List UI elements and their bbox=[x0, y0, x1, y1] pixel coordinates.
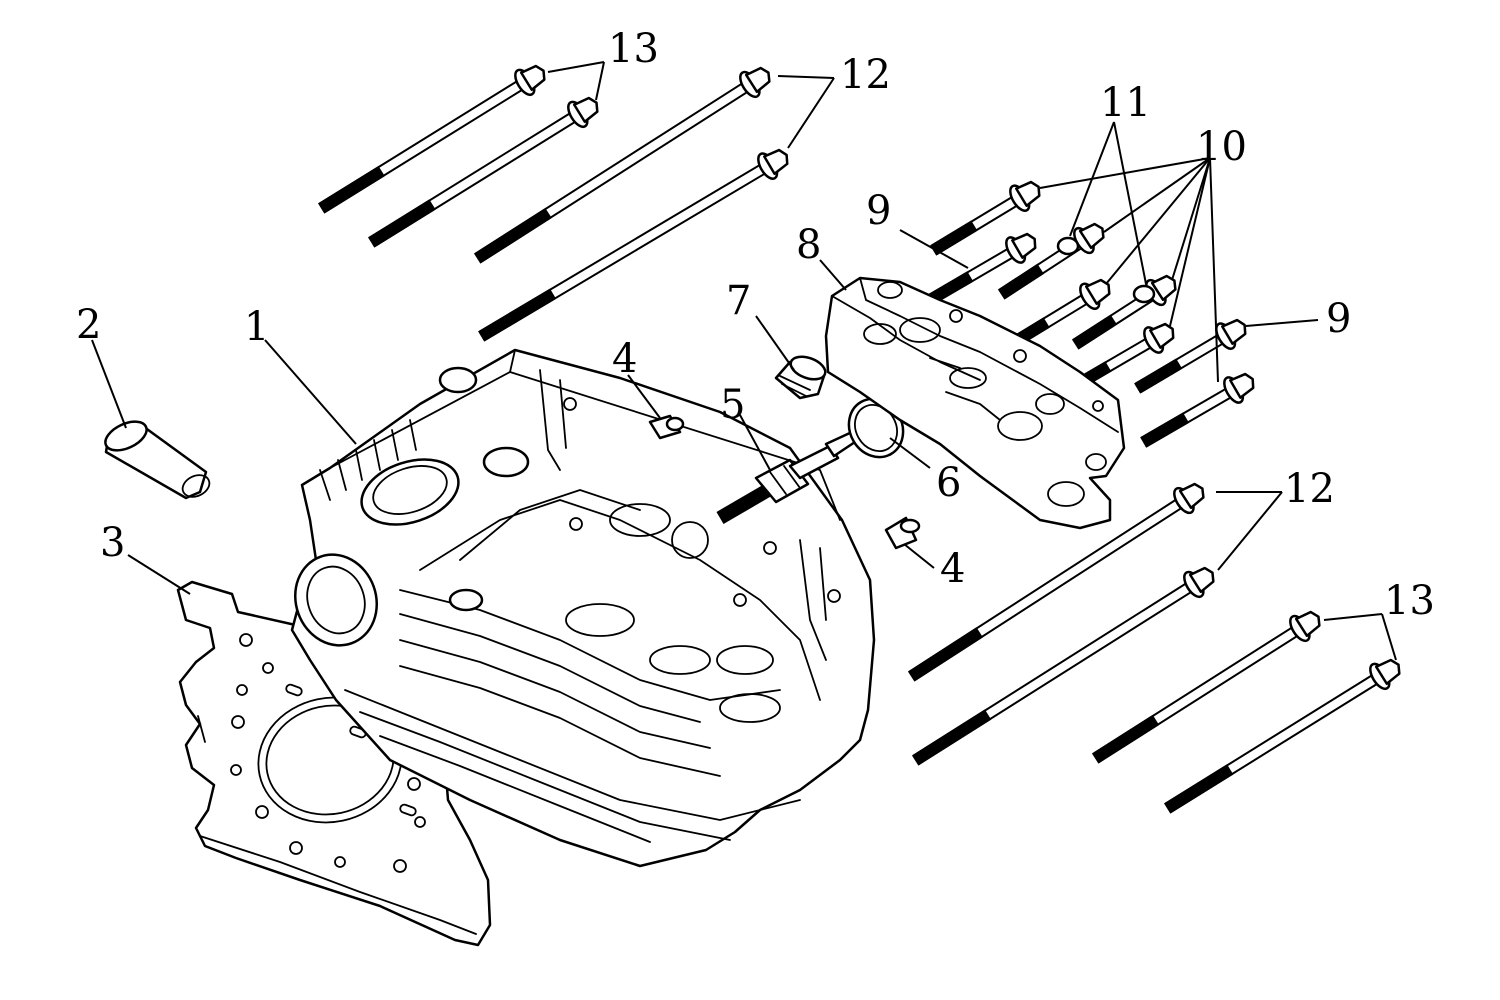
callout-2: 2 bbox=[76, 302, 101, 348]
bolt-10-a bbox=[930, 180, 1041, 256]
camshaft-holder bbox=[824, 276, 1126, 530]
bolt-9-upper bbox=[926, 232, 1037, 306]
callout-4-lower: 4 bbox=[940, 546, 965, 592]
callout-labels: 1 2 3 4 4 5 6 7 8 9 9 10 11 12 12 13 13 bbox=[76, 26, 1435, 624]
callout-3: 3 bbox=[100, 520, 125, 566]
callout-5: 5 bbox=[720, 382, 745, 428]
bolt-10-f bbox=[1140, 372, 1255, 448]
dowel-pin-lower bbox=[884, 516, 921, 550]
bolt-13-upper-a bbox=[317, 64, 546, 214]
threaded-plug bbox=[774, 355, 827, 400]
bolt-12-lower-a bbox=[907, 482, 1205, 682]
callout-12-lower: 12 bbox=[1284, 466, 1335, 512]
callout-13-upper: 13 bbox=[608, 26, 659, 72]
callout-10: 10 bbox=[1196, 124, 1247, 170]
callout-9-right: 9 bbox=[1326, 296, 1351, 342]
bolt-12-upper-a bbox=[473, 66, 771, 264]
bolts-layer bbox=[317, 64, 1401, 814]
callout-1: 1 bbox=[244, 304, 269, 350]
dowel-sleeve bbox=[104, 420, 211, 500]
bolt-13-lower-b bbox=[1163, 658, 1401, 814]
callout-11: 11 bbox=[1100, 80, 1151, 126]
leader-lines bbox=[91, 61, 1397, 661]
sealing-washer-left bbox=[1056, 236, 1080, 256]
sealing-washer-right bbox=[1132, 284, 1156, 304]
callout-9-upper: 9 bbox=[866, 188, 891, 234]
callout-8: 8 bbox=[796, 222, 821, 268]
callout-4-upper: 4 bbox=[612, 336, 637, 382]
dowel-pin-upper bbox=[648, 414, 685, 440]
spark-plug bbox=[716, 430, 860, 525]
callout-7: 7 bbox=[726, 278, 751, 324]
cylinder-head bbox=[290, 348, 876, 868]
bolt-12-upper-b bbox=[478, 148, 789, 342]
bolt-13-upper-b bbox=[367, 96, 599, 248]
bolt-9-right bbox=[1134, 318, 1247, 394]
bolt-13-lower-a bbox=[1091, 610, 1321, 764]
callout-12-upper: 12 bbox=[840, 52, 891, 98]
callout-13-lower: 13 bbox=[1384, 578, 1435, 624]
bolt-12-lower-b bbox=[911, 566, 1215, 766]
callout-6: 6 bbox=[936, 460, 961, 506]
